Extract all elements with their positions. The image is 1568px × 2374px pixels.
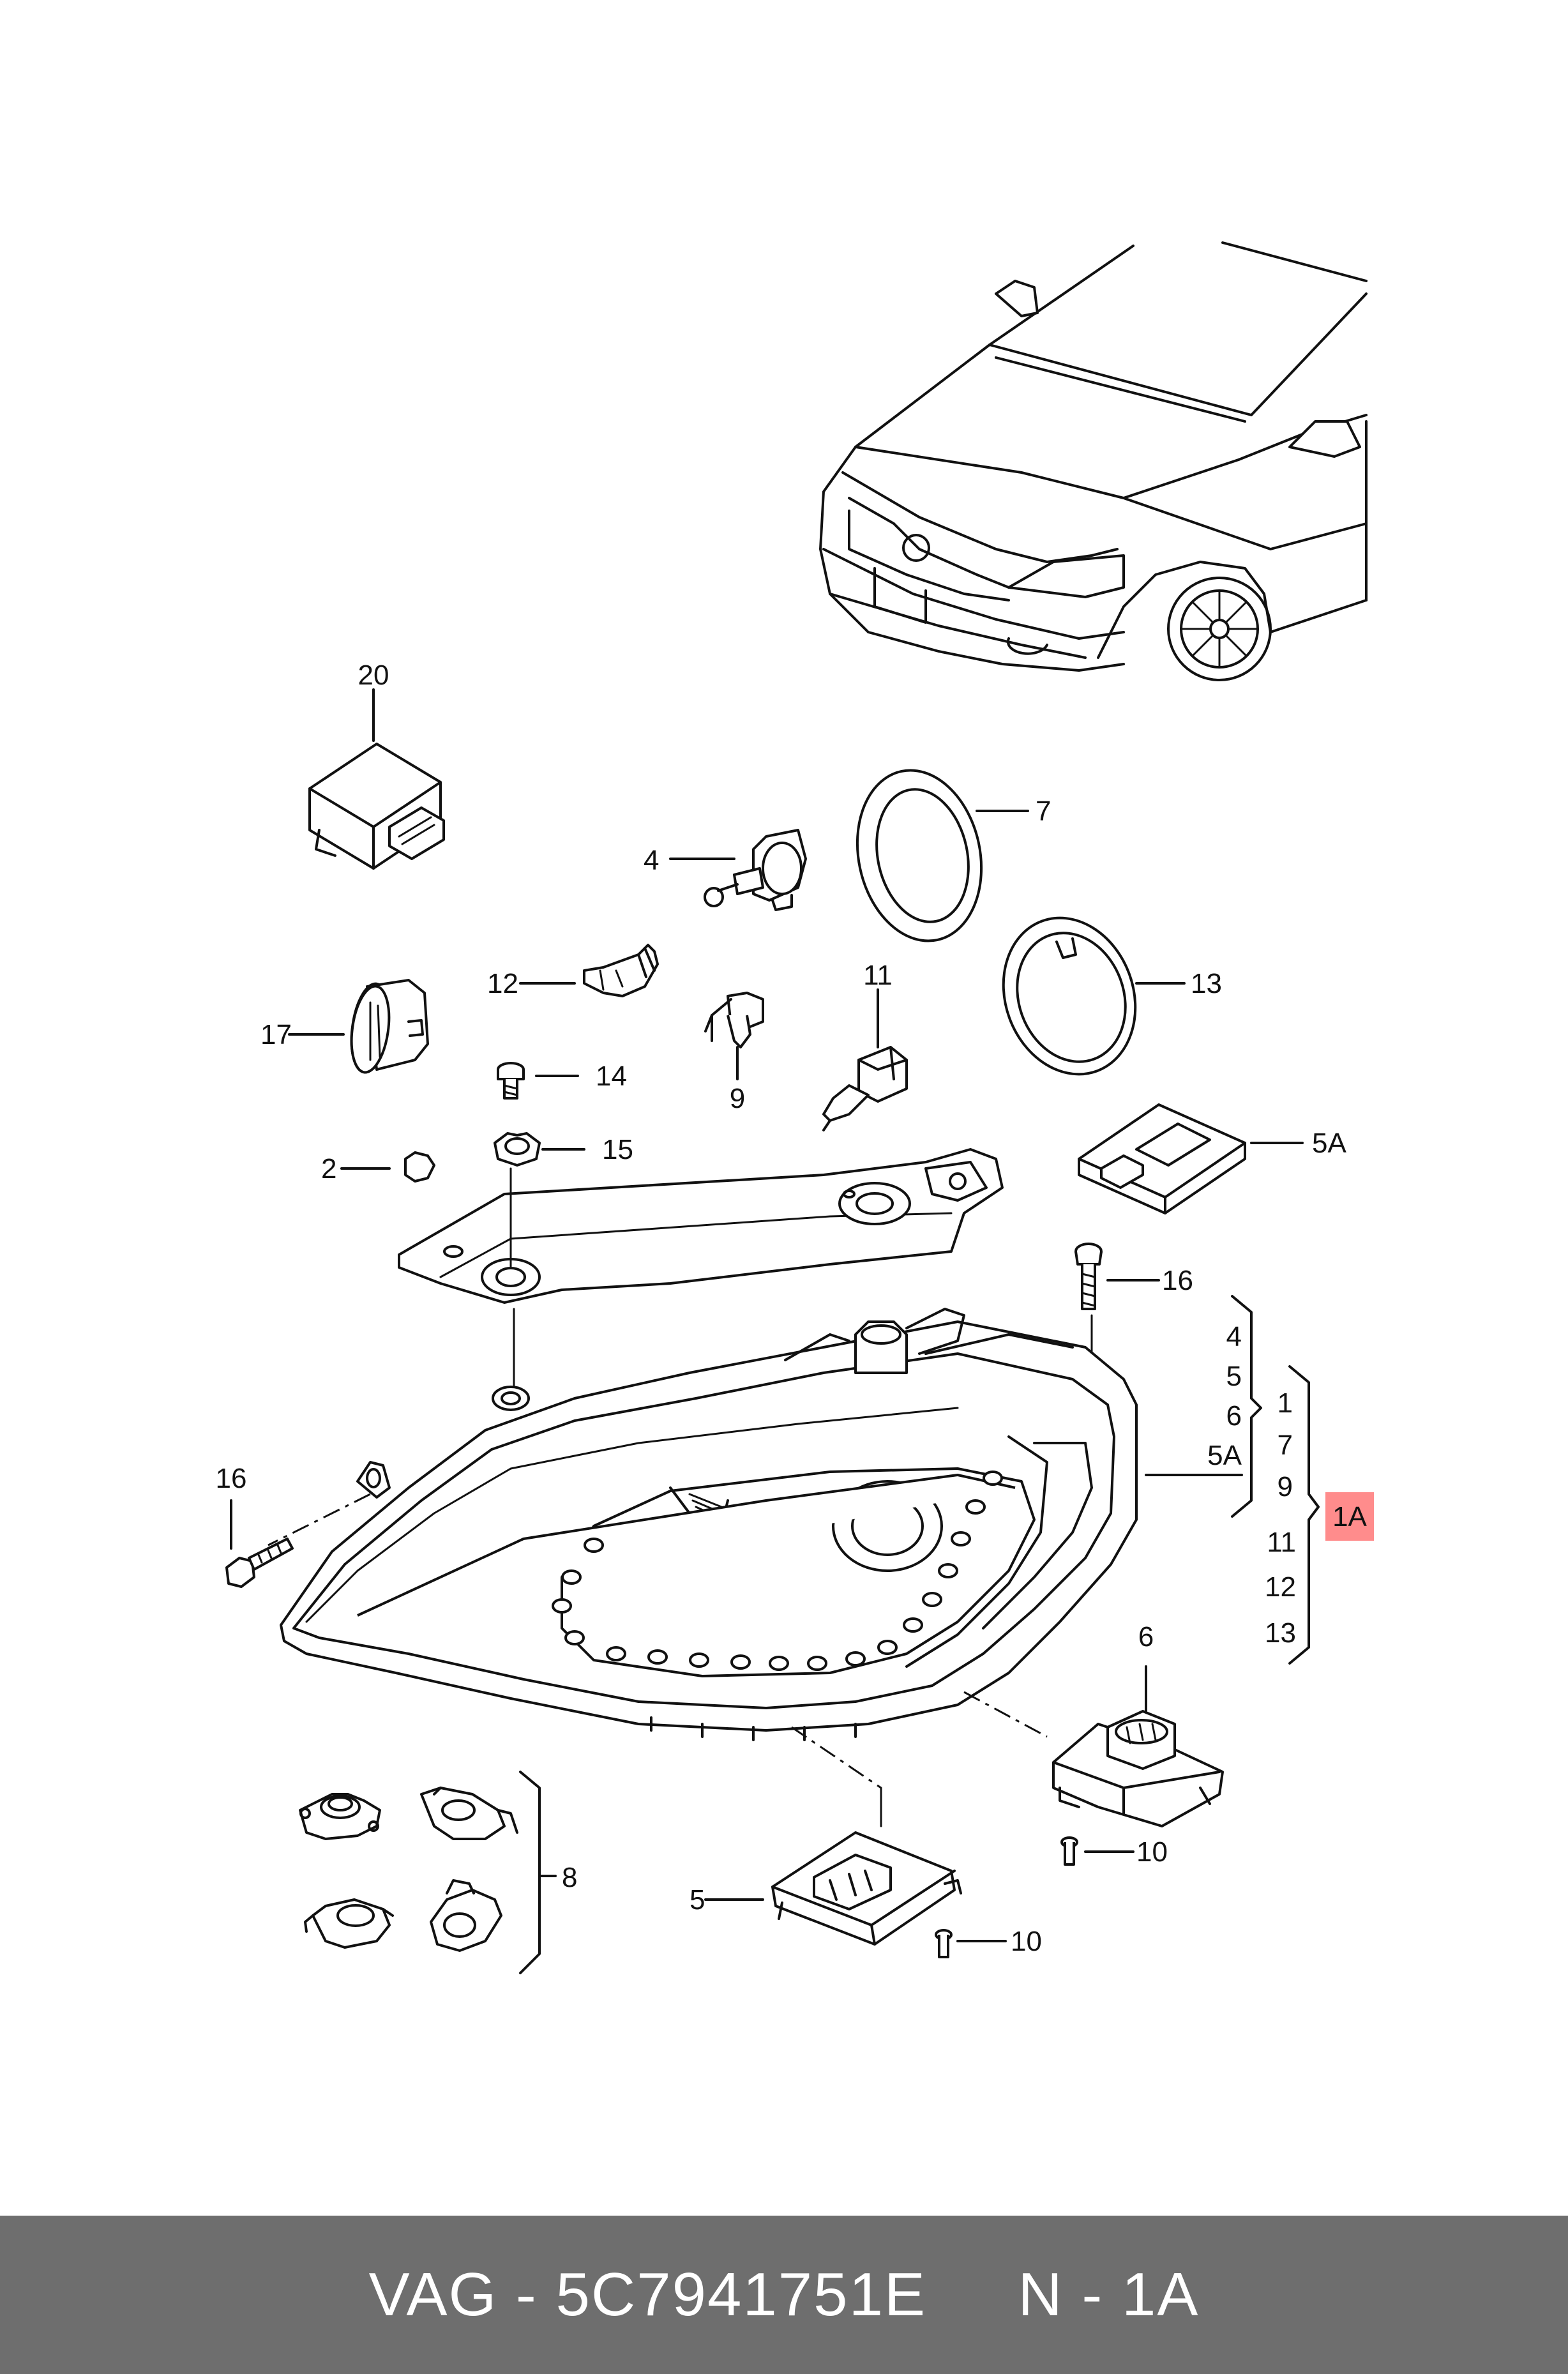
group-b-bracket bbox=[1145, 1365, 1320, 1665]
callout-14: 14 bbox=[596, 1061, 627, 1092]
led-chain bbox=[552, 1471, 1003, 1671]
callout-15: 15 bbox=[602, 1134, 633, 1165]
cap-17 bbox=[288, 979, 429, 1074]
highlight-1A-box bbox=[1325, 1492, 1374, 1541]
clips-8 bbox=[299, 1771, 557, 1974]
screw-14 bbox=[497, 1062, 579, 1100]
callout-8: 8 bbox=[562, 1862, 577, 1893]
callout-6: 6 bbox=[1138, 1621, 1154, 1652]
callout-2: 2 bbox=[321, 1153, 336, 1184]
bulb-9 bbox=[704, 992, 764, 1080]
parts-diagram: 20 7 4 12 11 13 17 9 14 2 15 5A 16 16 6 … bbox=[216, 241, 1374, 1974]
callout-16-right: 16 bbox=[1162, 1265, 1193, 1296]
car-illustration bbox=[819, 241, 1368, 681]
callout-5A: 5A bbox=[1312, 1128, 1346, 1159]
module-5A bbox=[1078, 1103, 1304, 1214]
control-unit-20 bbox=[308, 688, 445, 870]
callout-5: 5 bbox=[690, 1884, 705, 1916]
footer-part-number: 5C7941751E bbox=[555, 2260, 926, 2329]
callout-17: 17 bbox=[260, 1019, 292, 1050]
callout-7: 7 bbox=[1036, 796, 1051, 827]
ring-13 bbox=[1002, 916, 1186, 1076]
footer-bar: VAG - 5C7941751E N - 1A bbox=[0, 2216, 1568, 2374]
footer-brand: VAG bbox=[368, 2260, 498, 2329]
group-a-bracket bbox=[1231, 1295, 1262, 1518]
callout-9: 9 bbox=[730, 1083, 745, 1114]
bulb-12 bbox=[519, 944, 659, 997]
callout-11: 11 bbox=[863, 960, 893, 991]
group-b-item: 7 bbox=[1278, 1430, 1293, 1461]
callout-13: 13 bbox=[1191, 968, 1222, 999]
headlight-assembly bbox=[268, 1308, 1138, 1741]
footer-text: VAG - 5C7941751E N - 1A bbox=[369, 2260, 1200, 2330]
group-b-item: 1 bbox=[1278, 1387, 1293, 1419]
callout-10-upper: 10 bbox=[1136, 1836, 1168, 1868]
plug-2 bbox=[340, 1151, 435, 1183]
callout-4: 4 bbox=[644, 845, 659, 876]
clip-nut-15 bbox=[494, 1132, 585, 1167]
xenon-bulb-11 bbox=[822, 988, 908, 1131]
group-a-item: 5 bbox=[1226, 1361, 1242, 1392]
mounting-bracket bbox=[398, 1148, 1004, 1393]
screw-16-left bbox=[225, 1499, 294, 1588]
screw-10-upper bbox=[1060, 1836, 1135, 1866]
ballast-6 bbox=[963, 1665, 1224, 1827]
group-b-item: 11 bbox=[1267, 1527, 1296, 1558]
footer-separator: - bbox=[515, 2260, 538, 2329]
group-a-item: 6 bbox=[1226, 1400, 1242, 1432]
ballast-5 bbox=[704, 1726, 962, 1946]
screw-16-right bbox=[1074, 1243, 1160, 1371]
bulb-4 bbox=[669, 829, 807, 911]
group-a-item: 5A bbox=[1207, 1440, 1242, 1471]
screw-10-lower bbox=[935, 1929, 1007, 1958]
group-b-item: 13 bbox=[1265, 1617, 1296, 1649]
group-b-item: 9 bbox=[1278, 1471, 1293, 1502]
footer-ref: N - 1A bbox=[1018, 2260, 1200, 2329]
callout-20: 20 bbox=[358, 660, 389, 691]
group-a-item: 4 bbox=[1226, 1321, 1242, 1352]
callout-16-left: 16 bbox=[216, 1463, 247, 1494]
callout-12: 12 bbox=[487, 968, 518, 999]
ring-seal-7 bbox=[856, 769, 1029, 942]
group-b-item: 12 bbox=[1265, 1571, 1296, 1603]
callout-10-lower: 10 bbox=[1011, 1926, 1042, 1957]
highlight-1A-label: 1A bbox=[1332, 1501, 1367, 1532]
